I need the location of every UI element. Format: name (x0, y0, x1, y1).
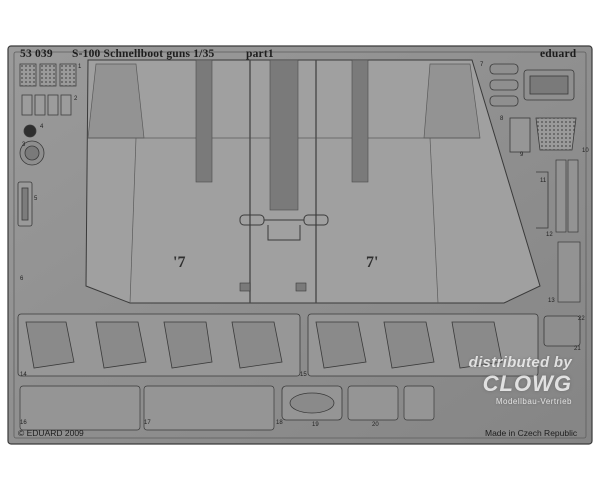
part-number-21: 21 (574, 346, 581, 352)
part-number-22: 22 (578, 316, 585, 322)
part-number-9: 9 (520, 152, 524, 158)
part-22-right-bracket (543, 315, 581, 347)
part-5-frame (17, 181, 33, 227)
part-7-ring-brackets (489, 63, 575, 107)
part-14-lower-shields-left (17, 313, 301, 377)
part-number-3: 3 (22, 142, 26, 148)
part-16-small-plates (19, 385, 275, 431)
watermark-logo: CLOWG (482, 371, 572, 396)
part-20-brackets (347, 385, 435, 421)
part-number-5: 5 (34, 196, 38, 202)
watermark-line-3: Modellbau-Vertrieb (495, 397, 572, 406)
origin-text: Made in Czech Republic (485, 428, 578, 438)
part-number-17: 17 (144, 420, 151, 426)
part-15-lower-shields-right (307, 313, 539, 377)
part-number-4: 4 (40, 124, 44, 130)
fret-part: part1 (246, 48, 274, 60)
part-number-13: 13 (548, 298, 555, 304)
part-number-1: 1 (78, 64, 82, 70)
part-number-12: 12 (546, 232, 553, 238)
part-9-mesh-panel (509, 117, 577, 153)
brand-logo: eduard (540, 48, 577, 60)
distributor-watermark: distributed by CLOWG Modellbau-Vertrieb (469, 354, 572, 406)
part-number-19: 19 (312, 422, 319, 428)
part-12-ladder-strips (555, 159, 581, 303)
part-number-2: 2 (74, 96, 78, 102)
part-number-10: 10 (582, 148, 589, 154)
part-number-18: 18 (276, 420, 283, 426)
fret-inner-border (13, 51, 587, 439)
fret-title: S-100 Schnellboot guns 1/35 (72, 48, 215, 60)
left-marking: '7 (173, 254, 186, 271)
part-number-16: 16 (20, 420, 27, 426)
watermark-line-1: distributed by (468, 354, 572, 371)
part-number-15: 15 (300, 372, 307, 378)
part-number-11: 11 (540, 178, 547, 184)
part-number-6: 6 (20, 276, 24, 282)
part-number-8: 8 (500, 116, 504, 122)
part-19-hatch (281, 385, 343, 421)
part-2-small-brackets (21, 94, 72, 116)
copyright-text: © EDUARD 2009 (18, 428, 84, 438)
part-1-mesh-grilles (19, 63, 77, 87)
part-number-20: 20 (372, 422, 379, 428)
part-number-7: 7 (480, 62, 484, 68)
part-3-round-disc (19, 124, 45, 166)
part-6-gun-shield-plate (85, 59, 541, 304)
fret-code: 53 039 (20, 48, 53, 60)
part-number-14: 14 (20, 372, 27, 378)
part-11-handle (536, 171, 549, 229)
right-marking: 7' (366, 254, 379, 271)
